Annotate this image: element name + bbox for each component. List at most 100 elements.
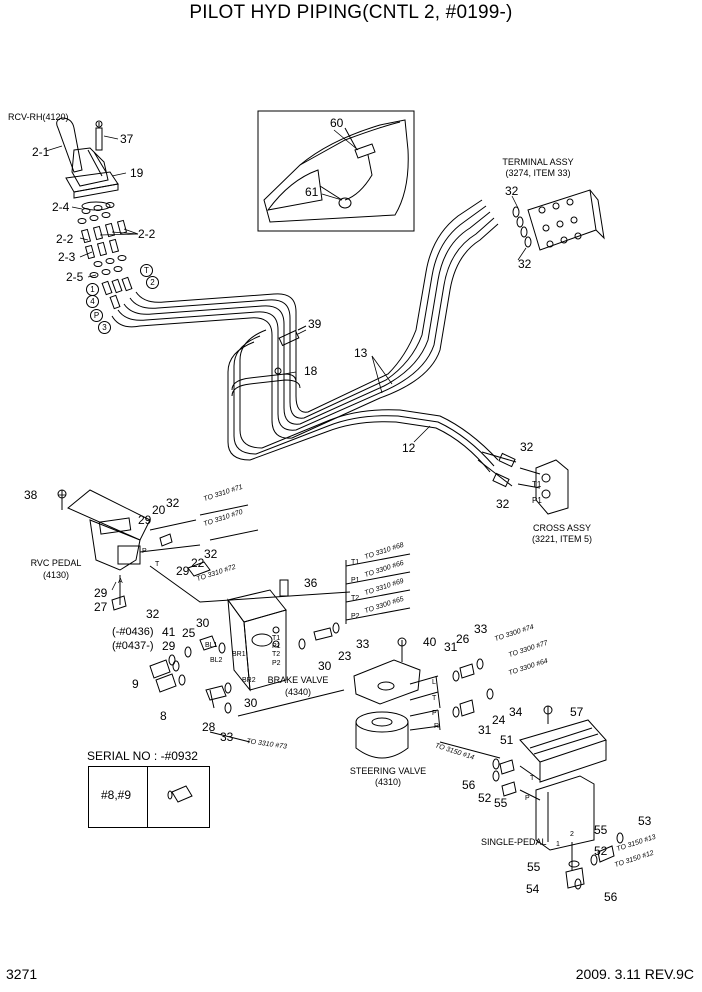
part-number: 2-2 [138,227,156,241]
port-circle: P [90,309,103,322]
port-letter: 2 [570,831,574,838]
part-number: 23 [338,649,352,663]
hose-12 [227,329,517,488]
part-number: 12 [402,441,416,455]
port-letter: T [530,775,535,782]
part-number: 30 [318,659,332,673]
part-number: 56 [604,890,618,904]
page-number: 3271 [6,966,38,982]
part-number: 36 [304,576,318,590]
cross-assy-ref: (3221, ITEM 5) [531,534,593,544]
inset-detail [257,110,415,232]
port-letter: P [142,548,147,555]
port-letter: R [434,723,440,730]
port-circle: 3 [98,321,111,334]
part-number: 19 [130,166,144,180]
rvc-pedal-ref: (4130) [42,570,69,580]
port-letter: P [432,710,437,717]
part-number: 2-3 [58,250,76,264]
page-title: PILOT HYD PIPING(CNTL 2, #0199-) [189,2,513,23]
part-number: 37 [120,132,134,146]
part-number: 8 [160,709,167,723]
part-number: 34 [509,705,523,719]
port-letter: P1 [351,577,360,584]
port-letter: T1 [272,635,281,642]
brake-valve-label: BRAKE VALVE [267,675,329,685]
brake-fittings [149,622,345,743]
serial-note-0437: (#0437-) [112,640,154,652]
part-number: 29 [94,586,108,600]
part-number: 29 [176,564,190,578]
part-number: 33 [474,622,488,636]
part-number: 60 [330,116,344,130]
port-letter: T1 [351,559,360,566]
fitting-thumbnail [167,785,193,803]
part-number: 55 [494,796,508,810]
hose-bundle-13 [111,199,499,439]
port-letter: T1 [532,480,542,489]
part-number: 2-5 [66,270,84,284]
part-number: 32 [166,496,180,510]
terminal-assy-ref: (3274, ITEM 33) [505,168,571,178]
steering-valve-ref: (4310) [374,777,401,787]
port-letter: BL1 [205,642,218,649]
part-number: 2-1 [32,145,50,159]
port-letter: T [432,695,437,702]
revision-date: 2009. 3.11 REV.9C [575,966,694,982]
part-number: 53 [638,814,652,828]
reference-leaders [199,504,411,624]
part-number: 51 [500,733,514,747]
part-number: 57 [570,705,584,719]
terminal-assy-label: TERMINAL ASSY [502,157,574,167]
part-number: 29 [138,513,152,527]
part-number: 40 [423,635,437,649]
part-number: 32 [204,547,218,561]
part-number: 55 [594,823,608,837]
port-letter: T [155,561,160,568]
rvc-pedal [57,489,351,611]
part-number: 30 [244,696,258,710]
part-number: 55 [527,860,541,874]
part-number: 29 [162,639,176,653]
steering-valve-label: STEERING VALVE [349,766,427,776]
part-number: 32 [146,607,160,621]
port-letter: P2 [351,613,360,620]
part-number: 30 [196,616,210,630]
cross-assy-label: CROSS ASSY [532,523,592,533]
rcv-fittings [77,202,133,310]
part-number: 20 [152,503,166,517]
part-number: 18 [304,364,318,378]
cross-assembly [517,459,569,515]
part-number: 2-2 [56,232,74,246]
port-letter: A [118,578,123,585]
port-circle: T [140,264,153,277]
rcv-rh-label: RCV-RH(4120) [8,112,69,122]
part-number: 25 [182,626,196,640]
part-number: 9 [132,677,139,691]
rcv-joystick [56,117,119,211]
steering-fittings [439,658,501,759]
part-number: 2-4 [52,200,70,214]
part-number: 22 [191,556,205,570]
port-letter: BR2 [242,677,256,684]
port-circle: 4 [86,295,99,308]
port-letter: P1 [272,643,281,650]
single-pedal [492,705,624,890]
port-letter: P1 [532,496,542,505]
serial-divider [147,767,148,827]
serial-note-0436: (-#0436) [112,626,154,638]
part-number: 13 [354,346,368,360]
port-letter: 1 [556,841,560,848]
part-number: 38 [24,488,38,502]
part-number: 33 [356,637,370,651]
part-number: 31 [444,640,458,654]
part-number: 28 [202,720,216,734]
port-circle: 2 [146,276,159,289]
part-number: 24 [492,713,506,727]
serial-number-box: SERIAL NO : -#0932 #8,#9 [87,749,210,828]
single-pedal-label: SINGLE-PEDAL [481,837,547,847]
part-number: 52 [594,844,608,858]
part-number: 32 [518,257,532,271]
part-number: 54 [526,882,540,896]
